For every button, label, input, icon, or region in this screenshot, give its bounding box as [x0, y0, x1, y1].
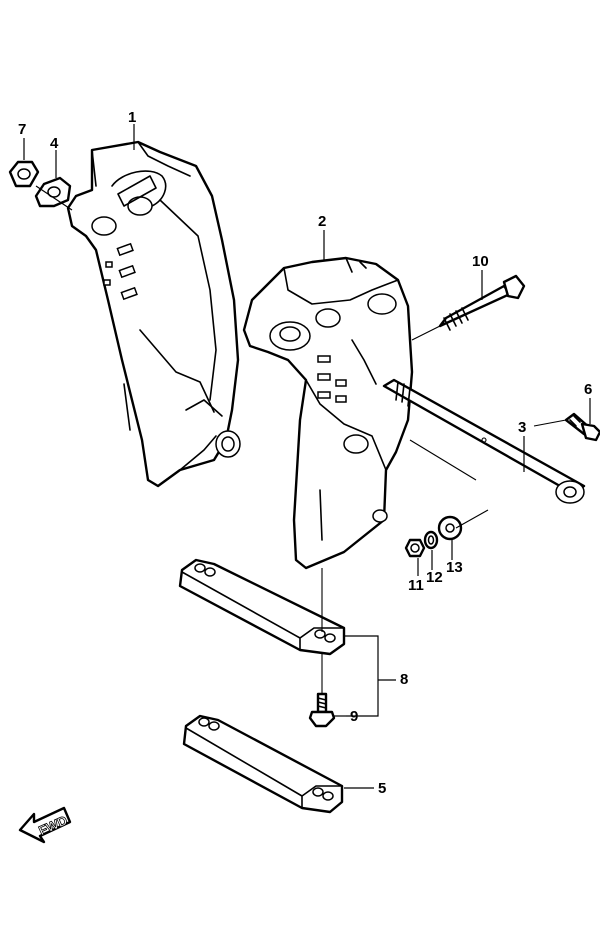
callout-9: 9: [350, 708, 358, 725]
callout-2: 2: [318, 213, 326, 230]
nut-top: [8, 160, 40, 188]
callout-3: 3: [518, 419, 526, 436]
spacer-plate-lower: [182, 714, 344, 814]
fwd-label: FWD: [36, 813, 69, 839]
callout-labels: 1 7 4 2 10 6 3 11 12 13 8 9 5: [18, 109, 592, 797]
leaders: [23, 124, 591, 789]
callout-8: 8: [400, 671, 408, 688]
clamp-bracket-right: [242, 256, 414, 570]
callout-13: 13: [446, 559, 463, 576]
callout-11: 11: [408, 577, 424, 594]
washer-plate: [34, 176, 72, 208]
bolt-long: [438, 274, 526, 331]
screw: [308, 692, 336, 728]
callout-7: 7: [18, 121, 26, 138]
bolt-small: [564, 412, 600, 442]
callout-1: 1: [128, 109, 136, 126]
washer-flat: [437, 515, 463, 541]
clamp-shaft: [382, 378, 586, 504]
callout-5: 5: [378, 780, 386, 797]
spacer-plate-upper: [178, 558, 346, 656]
callout-4: 4: [50, 135, 59, 152]
callout-10: 10: [472, 253, 489, 270]
fwd-arrow: FWD: [18, 806, 72, 844]
callout-6: 6: [584, 381, 592, 398]
callout-12: 12: [426, 569, 443, 586]
washer-spring: [423, 530, 439, 550]
assembly-lines: [35, 185, 567, 694]
nut-small: [404, 538, 426, 558]
clamp-bracket-left: [66, 140, 241, 488]
